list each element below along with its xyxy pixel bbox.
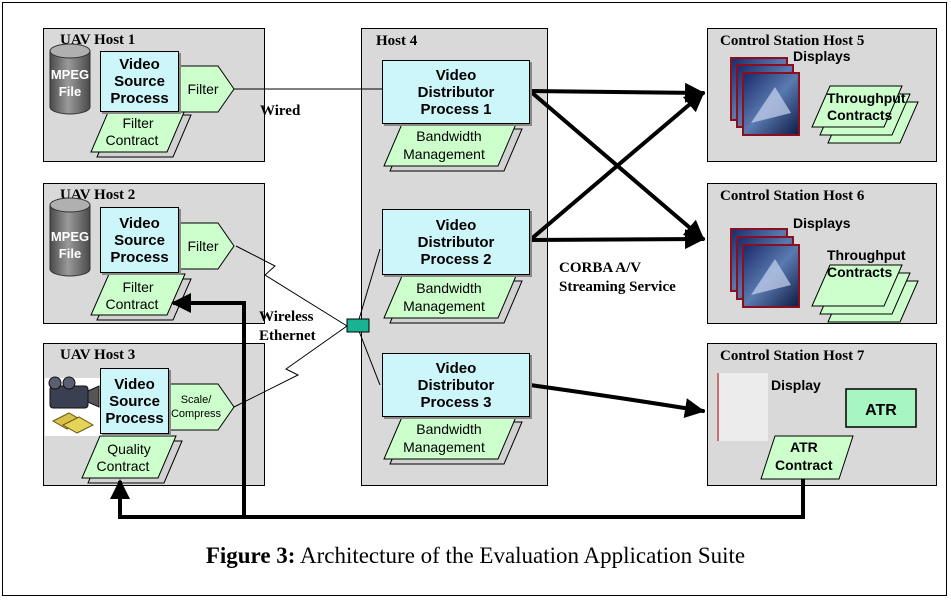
quality-contract-top: Quality bbox=[107, 441, 151, 457]
scale-compress-bottom: Compress bbox=[171, 408, 222, 420]
contracts-label-6: Contracts bbox=[827, 264, 893, 280]
figure-caption-label: Figure 3: bbox=[205, 543, 296, 568]
mpeg-file-1-top: MPEG bbox=[51, 67, 89, 82]
control-station-host-6-title: Control Station Host 6 bbox=[720, 188, 865, 204]
atr-contract-top: ATR bbox=[790, 439, 818, 455]
video-source-process-2: Video Source Process bbox=[100, 207, 179, 273]
scale-compress-top: Scale/ bbox=[181, 394, 213, 406]
video-distributor-process-2-label: Video Distributor Process 2 bbox=[417, 216, 495, 268]
video-distributor-process-3: Video Distributor Process 3 bbox=[382, 353, 530, 417]
video-source-process-1: Video Source Process bbox=[100, 51, 179, 112]
display-label-7: Display bbox=[771, 377, 821, 393]
filter-contract-1-bottom: Contract bbox=[106, 132, 159, 148]
uav-host-3-title: UAV Host 3 bbox=[60, 347, 136, 363]
streaming-service-label: Streaming Service bbox=[559, 279, 676, 295]
display-placeholder-7 bbox=[717, 373, 768, 441]
corba-label: CORBA A/V bbox=[559, 260, 642, 276]
atr-box-label: ATR bbox=[865, 402, 897, 419]
figure-caption-text: Architecture of the Evaluation Applicati… bbox=[295, 543, 746, 568]
filter-contract-2-bottom: Contract bbox=[106, 296, 159, 312]
bandwidth-management-1: Bandwidth Management bbox=[383, 123, 523, 172]
filter-block-1-label: Filter bbox=[187, 81, 218, 97]
scale-compress-block: Scale/ Compress bbox=[166, 383, 235, 431]
ethernet-label: Ethernet bbox=[259, 328, 316, 344]
bandwidth-management-3-top: Bandwidth bbox=[416, 421, 481, 437]
filter-contract-1-top: Filter bbox=[122, 115, 153, 131]
video-source-process-3-label: Video Source Process bbox=[105, 375, 164, 427]
filter-contract-2-top: Filter bbox=[122, 279, 153, 295]
throughput-label-6: Throughput bbox=[827, 247, 906, 263]
control-station-host-5-title: Control Station Host 5 bbox=[720, 33, 865, 49]
throughput-contracts-5 bbox=[811, 85, 919, 144]
displays-label-6: Displays bbox=[793, 215, 851, 231]
bandwidth-management-3-bottom: Management bbox=[403, 439, 485, 455]
mpeg-file-1: MPEG File bbox=[49, 43, 91, 115]
filter-block-2-label: Filter bbox=[187, 238, 218, 254]
quality-contract: Quality Contract bbox=[81, 435, 183, 484]
filter-contract-2: Filter Contract bbox=[90, 273, 192, 321]
throughput-contracts-6 bbox=[811, 264, 919, 323]
video-source-process-3: Video Source Process bbox=[100, 368, 169, 434]
figure-caption: Figure 3: Architecture of the Evaluation… bbox=[3, 543, 948, 569]
filter-block-2: Filter bbox=[177, 222, 235, 270]
bandwidth-management-3: Bandwidth Management bbox=[383, 416, 523, 465]
mpeg-file-2-bottom: File bbox=[59, 246, 81, 261]
feedback-loop bbox=[110, 293, 805, 519]
bandwidth-management-1-top: Bandwidth bbox=[416, 128, 481, 144]
display-screens-6 bbox=[730, 228, 800, 308]
ethernet-hub bbox=[346, 318, 370, 333]
video-source-process-1-label: Video Source Process bbox=[110, 56, 169, 107]
host-4-title: Host 4 bbox=[376, 33, 418, 49]
bandwidth-management-2: Bandwidth Management bbox=[383, 275, 523, 324]
filter-contract-1: Filter Contract bbox=[90, 109, 192, 158]
quality-contract-bottom: Contract bbox=[97, 458, 150, 474]
video-distributor-process-1: Video Distributor Process 1 bbox=[382, 60, 530, 124]
throughput-label-5: Throughput bbox=[827, 90, 906, 106]
contracts-label-5: Contracts bbox=[827, 107, 893, 123]
displays-label-5: Displays bbox=[793, 48, 851, 64]
atr-box: ATR bbox=[845, 388, 917, 428]
wireless-label: Wireless bbox=[259, 309, 314, 325]
streaming-arrows bbox=[528, 82, 705, 418]
bandwidth-management-1-bottom: Management bbox=[403, 146, 485, 162]
video-distributor-process-3-label: Video Distributor Process 3 bbox=[417, 359, 495, 411]
mpeg-file-1-bottom: File bbox=[59, 84, 81, 99]
video-distributor-process-1-label: Video Distributor Process 1 bbox=[417, 66, 495, 118]
atr-contract-bottom: Contract bbox=[775, 457, 833, 473]
display-screens-5 bbox=[730, 57, 800, 136]
camera-icon bbox=[45, 376, 103, 436]
diagram-drawing: MPEG File Filter Contract Filter MPEG Fi… bbox=[45, 43, 919, 519]
wireless-links bbox=[233, 245, 381, 408]
wired-label: Wired bbox=[260, 103, 301, 119]
mpeg-file-2: MPEG File bbox=[49, 197, 91, 277]
video-source-process-2-label: Video Source Process bbox=[110, 214, 169, 266]
uav-host-1-title: UAV Host 1 bbox=[60, 32, 136, 48]
bandwidth-management-2-top: Bandwidth bbox=[416, 280, 481, 296]
bandwidth-management-2-bottom: Management bbox=[403, 298, 485, 314]
video-distributor-process-2: Video Distributor Process 2 bbox=[382, 209, 530, 275]
filter-block-1: Filter bbox=[177, 65, 235, 113]
control-station-host-7-title: Control Station Host 7 bbox=[720, 348, 865, 364]
mpeg-file-2-top: MPEG bbox=[51, 229, 89, 244]
atr-contract bbox=[760, 435, 854, 480]
